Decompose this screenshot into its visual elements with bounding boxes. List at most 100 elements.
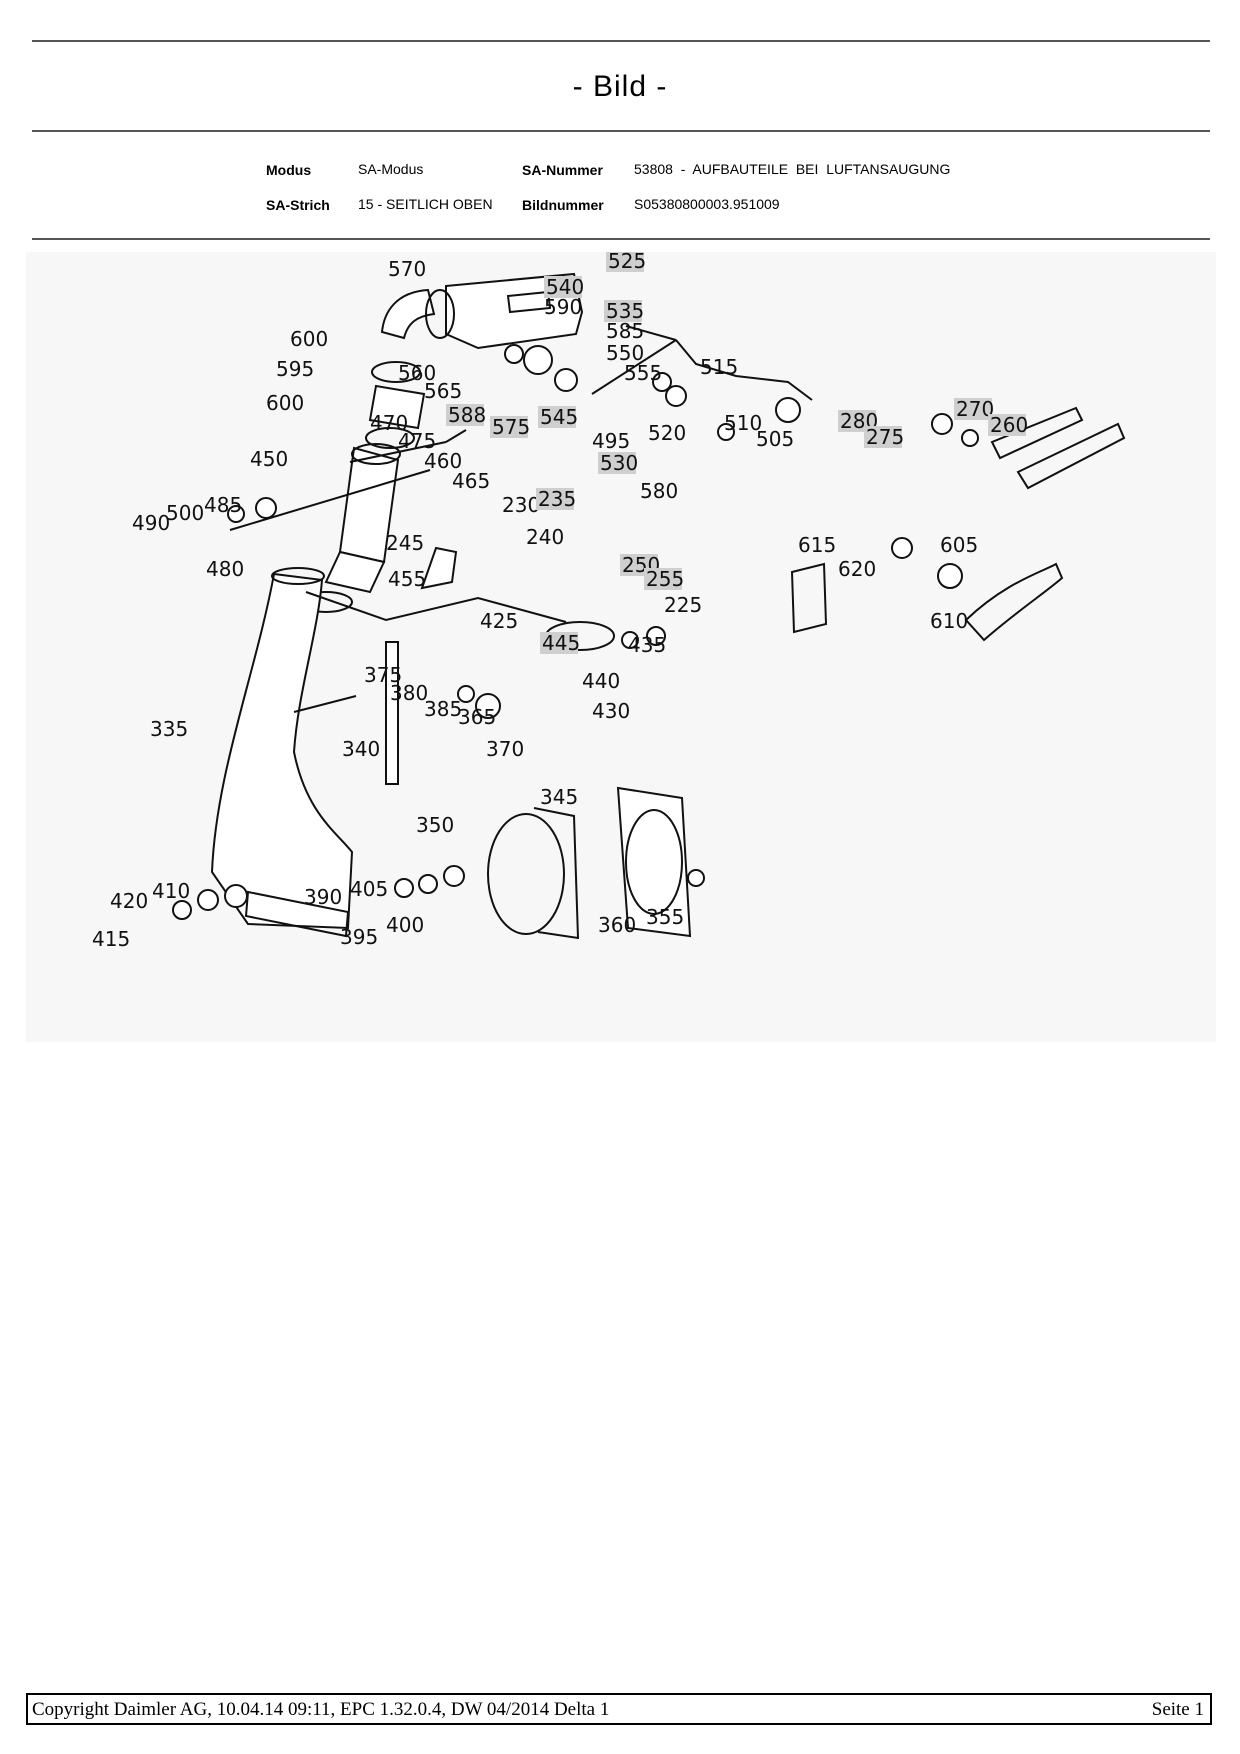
top-rule <box>32 40 1210 42</box>
part-label-345: 345 <box>540 785 578 809</box>
part-label-565: 565 <box>424 379 462 403</box>
part-label-450: 450 <box>250 447 288 471</box>
washer-495 <box>665 385 687 407</box>
bracket-455 <box>420 546 458 590</box>
part-label-425: 425 <box>480 609 518 633</box>
flange-350-ring <box>487 813 565 935</box>
part-label-270: 270 <box>956 397 994 421</box>
part-label-590: 590 <box>544 295 582 319</box>
part-label-370: 370 <box>486 737 524 761</box>
part-label-595: 595 <box>276 357 314 381</box>
duct-base-plate <box>244 890 350 938</box>
sa-nummer-value: 53808 - AUFBAUTEILE BEI LUFTANSAUGUNG <box>634 161 951 177</box>
washer-620 <box>937 563 963 589</box>
part-label-505: 505 <box>756 427 794 451</box>
part-label-365: 365 <box>458 705 496 729</box>
part-label-405: 405 <box>350 877 388 901</box>
washer-575 <box>554 368 578 392</box>
nut-280 <box>931 413 953 435</box>
label-highlight <box>490 416 528 438</box>
clamp-600-top <box>371 361 421 383</box>
part-label-585: 585 <box>606 319 644 343</box>
nut-415 <box>172 900 192 920</box>
part-label-400: 400 <box>386 913 424 937</box>
part-label-235: 235 <box>538 487 576 511</box>
washer-275 <box>961 429 979 447</box>
leader-lines <box>229 325 813 713</box>
bracket-605 <box>964 562 1064 642</box>
part-label-520: 520 <box>648 421 686 445</box>
part-label-555: 555 <box>624 361 662 385</box>
sa-nummer-label: SA-Nummer <box>522 162 603 178</box>
part-label-455: 455 <box>388 567 426 591</box>
footer-copyright: Copyright Daimler AG, 10.04.14 09:11, EP… <box>32 1699 610 1720</box>
nut-400 <box>443 865 465 887</box>
part-label-385: 385 <box>424 697 462 721</box>
part-label-510: 510 <box>724 411 762 435</box>
part-label-335: 335 <box>150 717 188 741</box>
label-highlight <box>604 300 642 322</box>
part-label-245: 245 <box>386 531 424 555</box>
part-label-560: 560 <box>398 361 436 385</box>
part-label-495: 495 <box>592 429 630 453</box>
part-label-260: 260 <box>990 413 1028 437</box>
footer: Copyright Daimler AG, 10.04.14 09:11, EP… <box>26 1693 1212 1725</box>
part-label-360: 360 <box>598 913 636 937</box>
part-label-470: 470 <box>370 411 408 435</box>
part-label-275: 275 <box>866 425 904 449</box>
tube-top-ring <box>351 443 401 465</box>
flange-350-rim <box>533 807 580 940</box>
part-label-420: 420 <box>110 889 148 913</box>
part-label-415: 415 <box>92 927 130 951</box>
label-highlight <box>644 568 682 590</box>
header-rule <box>32 238 1210 240</box>
washer-445 <box>621 631 639 649</box>
bildnummer-value: S05380800003.951009 <box>634 196 780 212</box>
part-label-500: 500 <box>166 501 204 525</box>
label-highlight <box>540 632 578 654</box>
washer-510 <box>775 397 801 423</box>
label-highlight <box>544 276 582 298</box>
part-label-588: 588 <box>448 403 486 427</box>
clamp-600-lower <box>365 427 415 449</box>
washer-485 <box>255 497 277 519</box>
part-label-600: 600 <box>266 391 304 415</box>
part-label-580: 580 <box>640 479 678 503</box>
washer-410 <box>224 884 248 908</box>
washer-588 <box>523 345 553 375</box>
part-label-615: 615 <box>798 533 836 557</box>
label-highlight <box>988 414 1026 436</box>
part-label-550: 550 <box>606 341 644 365</box>
part-label-480: 480 <box>206 557 244 581</box>
washer-530 <box>717 423 735 441</box>
seal-strip-340 <box>385 641 399 785</box>
part-label-490: 490 <box>132 511 170 535</box>
part-label-600: 600 <box>290 327 328 351</box>
part-label-475: 475 <box>398 429 436 453</box>
modus-value: SA-Modus <box>358 161 424 177</box>
washer-385 <box>475 693 501 719</box>
part-label-570: 570 <box>388 257 426 281</box>
part-label-605: 605 <box>940 533 978 557</box>
washer-440 <box>646 626 666 646</box>
label-highlight <box>606 252 644 272</box>
part-label-460: 460 <box>424 449 462 473</box>
part-label-230: 230 <box>502 493 540 517</box>
air-duct-335 <box>210 572 354 930</box>
label-highlight <box>954 398 992 420</box>
flange-345-plate <box>616 786 692 938</box>
intake-elbow <box>380 288 436 340</box>
part-label-465: 465 <box>452 469 490 493</box>
sa-strich-value: 15 - SEITLICH OBEN <box>358 196 493 212</box>
part-label-540: 540 <box>546 275 584 299</box>
part-label-535: 535 <box>606 299 644 323</box>
label-highlight <box>536 488 574 510</box>
footer-page: Seite 1 <box>1151 1699 1204 1720</box>
label-highlight <box>598 452 636 474</box>
strip-260 <box>1016 422 1126 490</box>
part-label-375: 375 <box>364 663 402 687</box>
part-label-525: 525 <box>608 252 646 273</box>
part-label-355: 355 <box>646 905 684 929</box>
duct-top-opening <box>271 567 325 585</box>
